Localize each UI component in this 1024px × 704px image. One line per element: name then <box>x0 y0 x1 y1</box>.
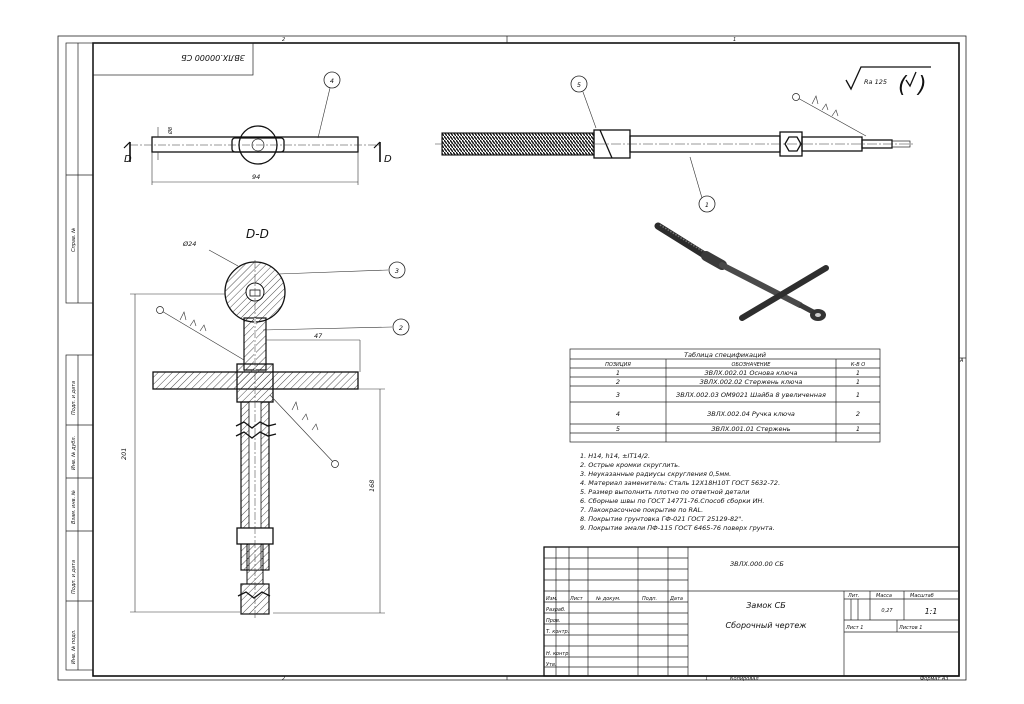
zone-bottom-left: 2 <box>282 676 285 682</box>
spec-row-5-name: ЗВЛХ.001.01 Стержень <box>711 425 790 433</box>
callout-2: 2 <box>262 318 410 336</box>
callout-5: 5 <box>570 75 597 129</box>
side-label-vzam: Взам. инв. № <box>71 490 77 524</box>
spec-row-3-name: ЗВЛХ.002.03 ОМ9021 Шайба 8 увеличенная <box>676 391 826 399</box>
spec-header-name: ОБОЗНАЧЕНИЕ <box>732 362 772 368</box>
zone-top-left: 2 <box>282 37 285 43</box>
spec-row-1-pos: 1 <box>616 369 620 377</box>
iso-render <box>654 222 829 321</box>
dim-dia-small: Ø8 <box>167 127 174 135</box>
roughness-value: Ra 125 <box>864 78 887 86</box>
dim-len-47: 47 <box>314 332 323 340</box>
tb-col-list: Лист <box>569 596 584 602</box>
side-label-dubl: Инв. № дубл. <box>71 436 77 470</box>
note-6: 6. Сборные швы по ГОСТ 14771-76.Способ с… <box>580 497 764 505</box>
tb-doc-type: Сборочный чертеж <box>726 621 808 630</box>
tb-row-prov: Пров. <box>546 618 561 624</box>
spec-row-4-qty: 2 <box>856 410 860 418</box>
tb-col-doc: № докум. <box>595 596 621 602</box>
tb-name: Замок СБ <box>746 601 786 610</box>
tech-notes: 1. H14, h14, ±IT14/2. 2. Острые кромки с… <box>580 452 780 532</box>
spec-row-4-pos: 4 <box>616 410 620 418</box>
tb-mass-label: Масса <box>876 593 892 599</box>
spec-row-2-qty: 1 <box>856 378 860 386</box>
dim-dia-24: Ø24 <box>182 240 196 248</box>
callout-1: 1 <box>689 156 716 213</box>
section-mark-left: D <box>124 154 132 165</box>
tb-row-nkontr: Н. контр. <box>546 651 570 657</box>
section-view: D-D Ø24 201 47 168 <box>120 227 385 620</box>
callout-4: 4 <box>317 71 341 139</box>
note-1: 1. H14, h14, ±IT14/2. <box>580 452 650 460</box>
spec-header-qty: К-В О <box>851 362 865 368</box>
spec-table: Таблица спецификаций ПОЗИЦИЯ ОБОЗНАЧЕНИЕ… <box>569 348 881 443</box>
note-7: 7. Лакокрасочное покрытие по RAL. <box>580 506 703 514</box>
tb-row-tkontr: Т. контр. <box>546 629 569 635</box>
side-label-inv: Инв. № подл. <box>71 630 77 665</box>
svg-text:4: 4 <box>330 77 334 85</box>
spec-header-pos: ПОЗИЦИЯ <box>605 362 631 368</box>
roughness-symbol: Ra 125 ( ) <box>845 66 931 98</box>
side-strip: Справ. № Подп. и дата Инв. № дубл. Взам.… <box>65 42 94 671</box>
spec-title: Таблица спецификаций <box>684 351 766 359</box>
side-label-podp1: Подп. и дата <box>71 381 77 415</box>
tb-lit-label: Лит. <box>847 593 860 599</box>
note-8: 8. Покрытие грунтовка ГФ-021 ГОСТ 25129-… <box>580 515 743 523</box>
side-label-spr: Справ. № <box>71 228 77 252</box>
zone-bottom-right: 1 <box>705 676 708 682</box>
title-block: Изм. Лист № докум. Подп. Дата Разраб. Пр… <box>543 546 960 677</box>
tb-col-sign: Подп. <box>642 596 657 602</box>
spec-row-2-name: ЗВЛХ.002.02 Стержень ключа <box>700 378 803 386</box>
tb-sheets: Листов 1 <box>898 625 922 631</box>
tb-row-razrab: Разраб. <box>546 607 566 613</box>
svg-text:1: 1 <box>705 201 709 209</box>
side-view <box>435 93 915 159</box>
tb-col-date: Дата <box>669 596 683 602</box>
format-label: Формат A3 <box>920 676 948 682</box>
spec-row-5-pos: 5 <box>616 425 620 433</box>
tb-col-izm: Изм. <box>546 596 558 602</box>
svg-text:5: 5 <box>577 81 581 89</box>
spec-row-4-name: ЗВЛХ.002.04 Ручка ключа <box>707 410 795 418</box>
tb-mass-value: 0,27 <box>881 608 893 614</box>
section-title: D-D <box>246 227 269 241</box>
note-4: 4. Материал заменитель: Сталь 12Х18Н10Т … <box>580 479 780 487</box>
tb-sheet: Лист 1 <box>845 625 863 631</box>
tb-code: ЗВЛХ.000.00 СБ <box>730 560 784 568</box>
spec-row-1-name: ЗВЛХ.002.01 Основа ключа <box>704 369 797 377</box>
svg-text:ЗВЛХ.00000 СБ: ЗВЛХ.00000 СБ <box>181 53 245 62</box>
roughness-bracket-close: ) <box>916 73 927 98</box>
note-5: 5. Размер выполнить плотно по ответной д… <box>580 488 750 496</box>
callout-3: 3 <box>277 261 406 279</box>
side-label-podp2: Подп. и дата <box>71 560 77 594</box>
zone-top-right: 1 <box>733 37 736 43</box>
spec-row-3-qty: 1 <box>856 391 860 399</box>
dim-len-168: 168 <box>368 480 376 492</box>
tb-scale-value: 1:1 <box>925 607 938 616</box>
spec-row-2-pos: 2 <box>616 378 620 386</box>
spec-row-3-pos: 3 <box>616 391 620 399</box>
spec-row-1-qty: 1 <box>856 369 860 377</box>
tb-row-utv: Утв. <box>546 662 557 668</box>
note-9: 9. Покрытие эмали ПФ-115 ГОСТ 6465-76 по… <box>580 524 775 532</box>
note-3: 3. Неуказанные радиусы скругления 0,5мм. <box>580 470 731 478</box>
svg-text:3: 3 <box>395 267 399 275</box>
roughness-bracket-open: ( <box>898 73 908 98</box>
tb-scale-label: Масштаб <box>910 593 934 599</box>
code-stamp: ЗВЛХ.00000 СБ <box>92 42 254 76</box>
spec-row-5-qty: 1 <box>856 425 860 433</box>
dim-length-94: 94 <box>252 173 260 181</box>
section-mark-right: D <box>384 154 392 165</box>
zone-right: A <box>959 358 964 364</box>
note-2: 2. Острые кромки скруглить. <box>580 461 680 469</box>
copied-label: Копировал <box>730 676 759 682</box>
svg-text:2: 2 <box>399 324 403 332</box>
top-view: D D Ø8 94 <box>123 125 392 185</box>
dim-len-201: 201 <box>120 448 128 460</box>
